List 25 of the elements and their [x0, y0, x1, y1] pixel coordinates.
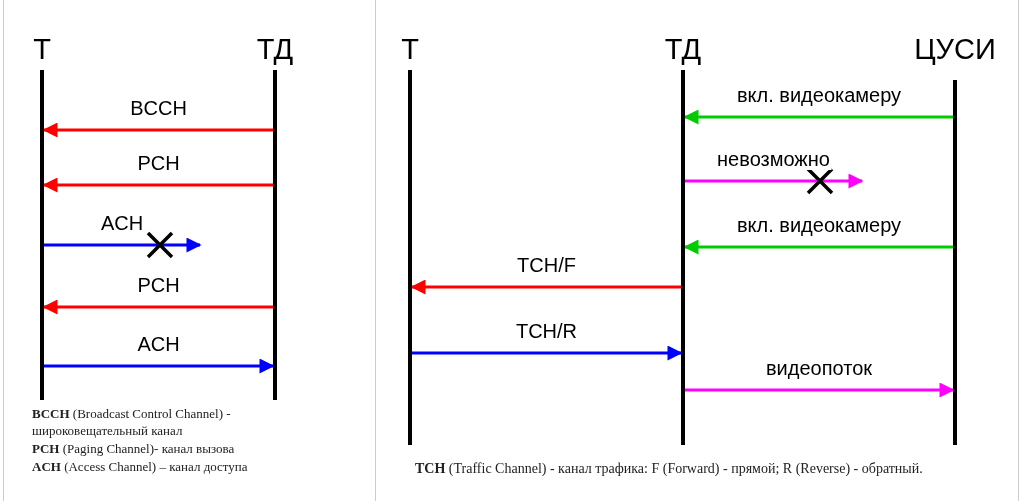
arrow — [42, 177, 273, 193]
arrow — [410, 279, 681, 295]
arrow — [685, 173, 864, 189]
arrow — [44, 358, 275, 374]
participant-label: ЦУСИ — [914, 34, 996, 64]
lifeline — [40, 70, 44, 400]
legend-note: ACH (Access Channel) – канал доступа — [32, 458, 249, 475]
lifeline — [408, 70, 412, 445]
participant-label: Т — [401, 34, 419, 64]
lifeline — [273, 70, 277, 400]
lifeline — [681, 70, 685, 445]
legend-note: BCCH (Broadcast Control Channel) - широковещательный канал — [32, 405, 232, 439]
participant-label: Т — [33, 34, 51, 64]
arrow — [42, 122, 273, 138]
arrow — [412, 345, 683, 361]
legend-note: PCH (Paging Channel)- канал вызова — [32, 440, 236, 457]
arrow — [683, 109, 953, 125]
participant-label: ТД — [256, 34, 294, 64]
legend-note: TCH (Traffic Channel) - канал трафика: F (Forward) - прямой; R (Reverse) - обратный. — [415, 460, 924, 477]
arrow — [44, 237, 202, 253]
arrow — [685, 382, 955, 398]
arrow — [683, 239, 953, 255]
lifeline — [953, 80, 957, 445]
arrow — [42, 299, 273, 315]
participant-label: ТД — [664, 34, 702, 64]
